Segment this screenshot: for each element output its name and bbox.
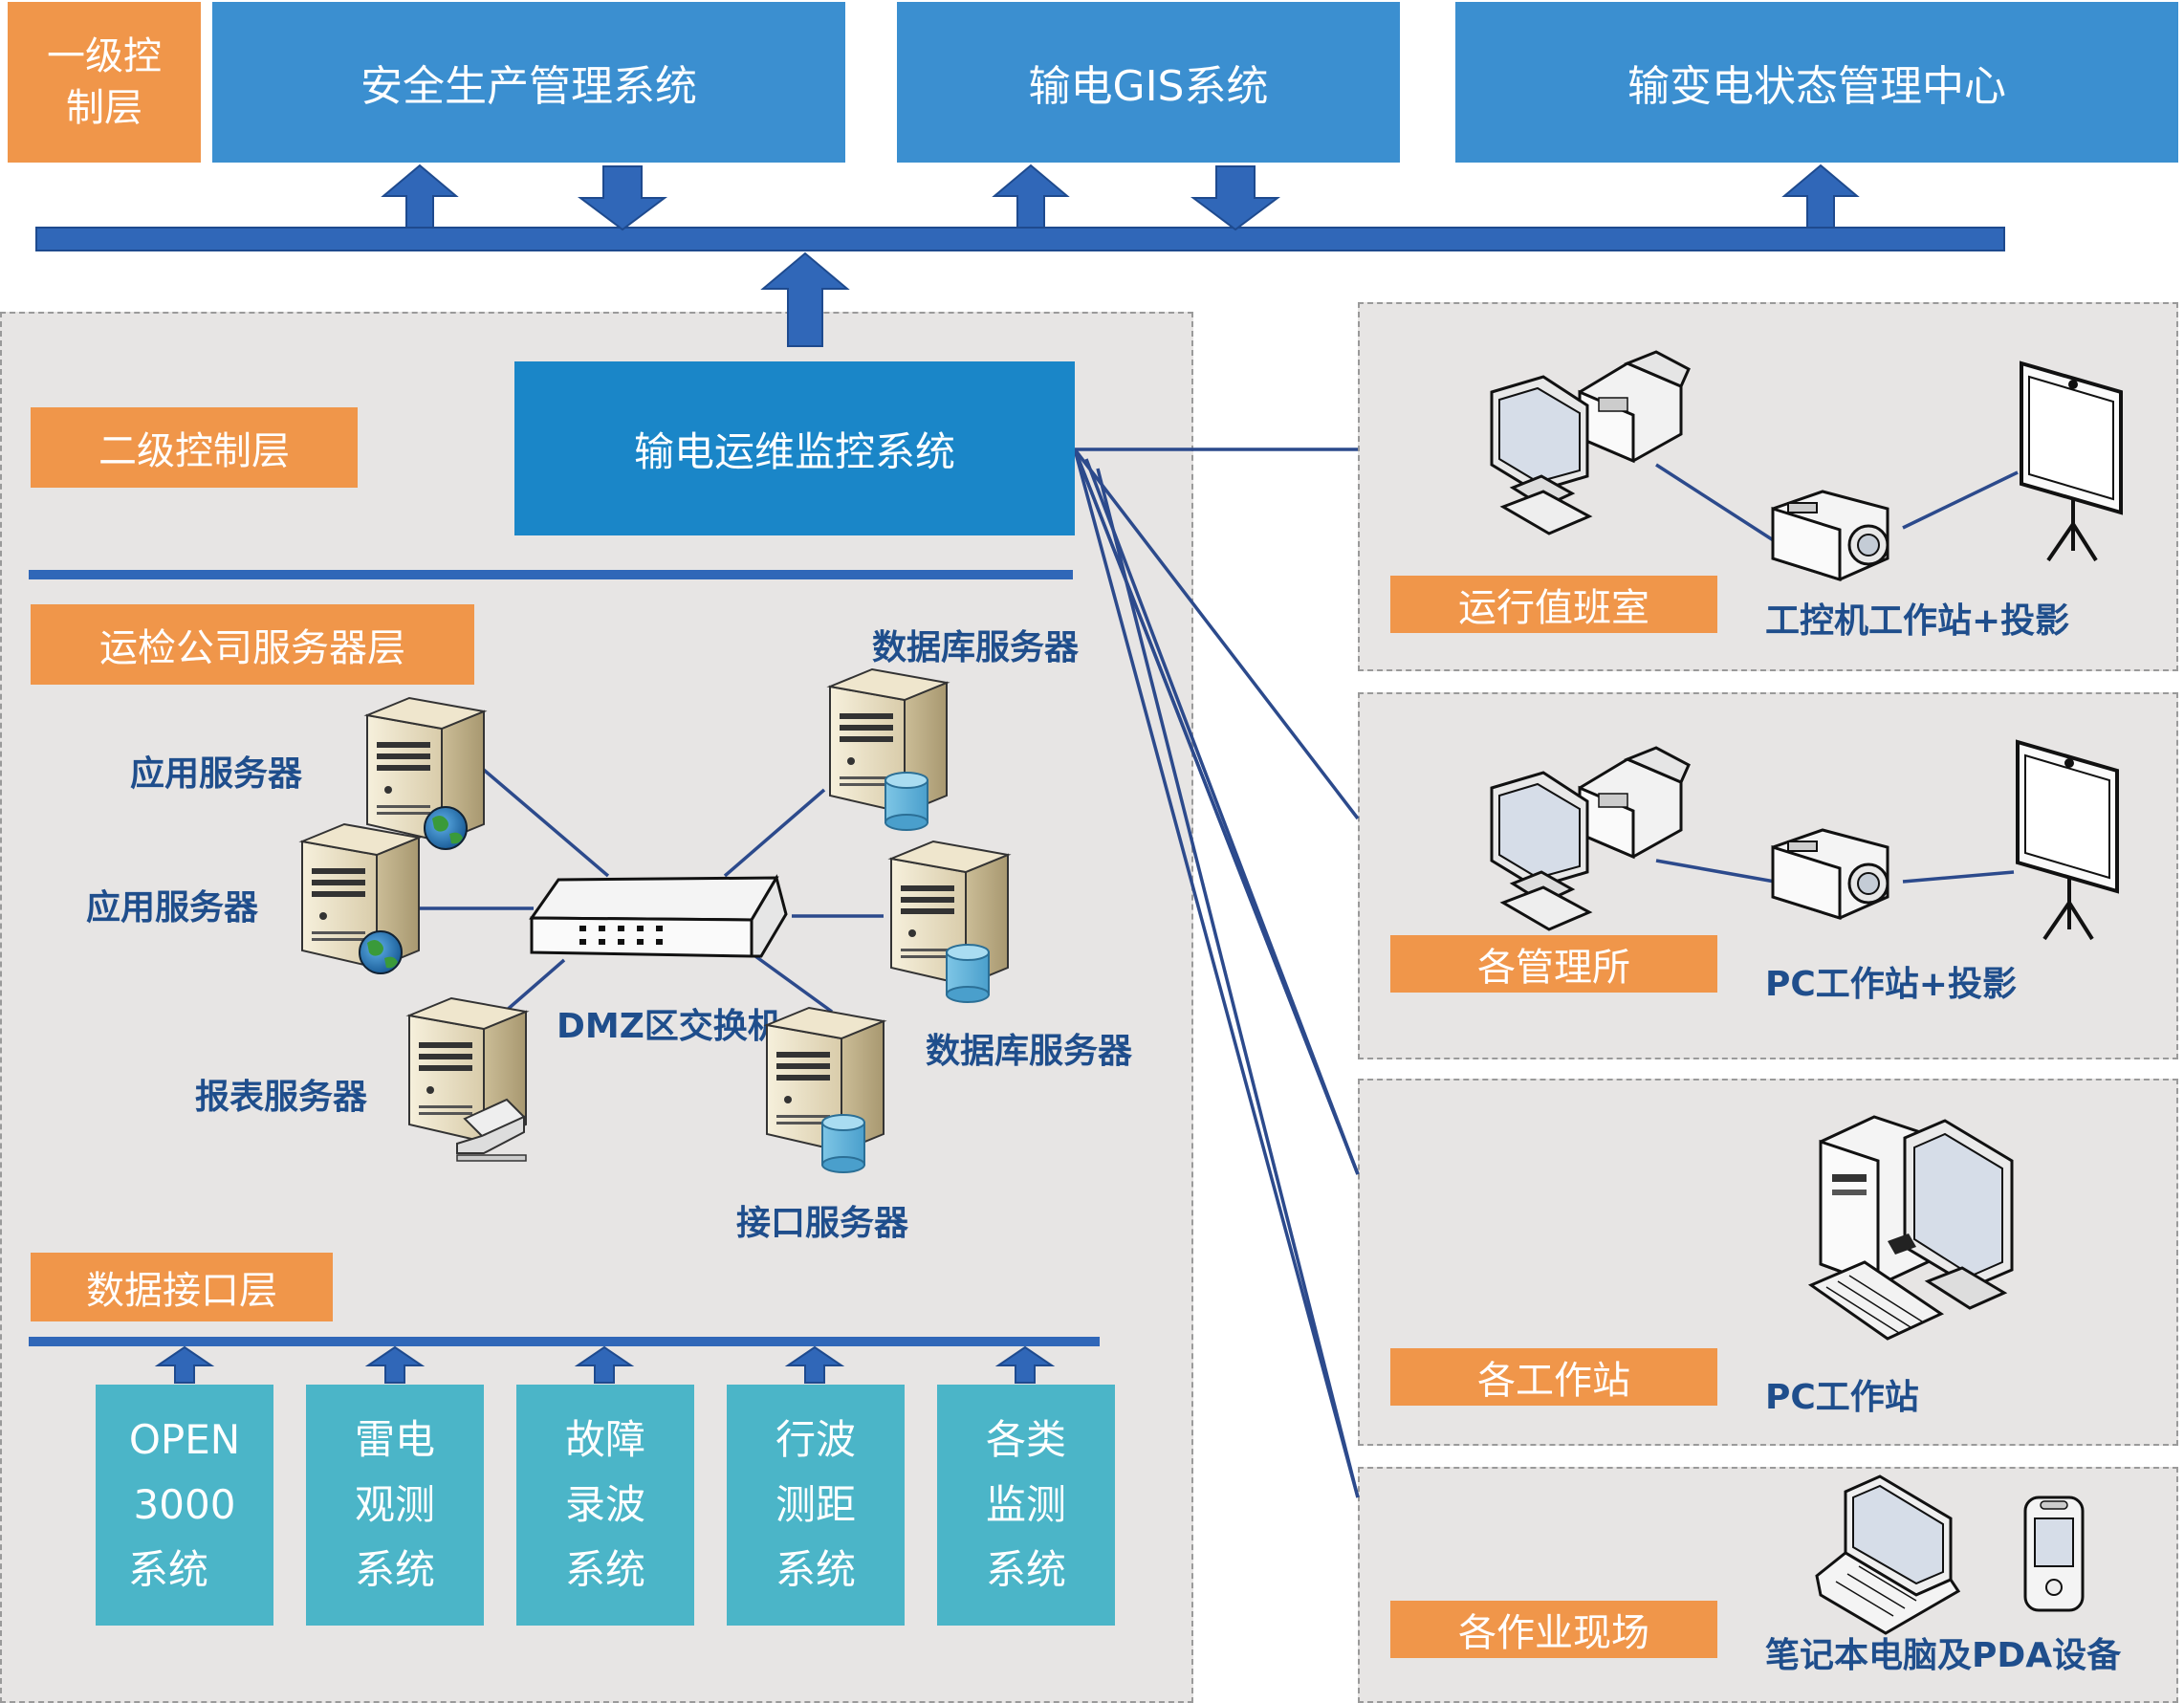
system-lightning-line2: 观测 — [354, 1481, 435, 1528]
arrow-down-gis — [1190, 165, 1280, 231]
system-traveling-wave[interactable]: 行波 测距 系统 — [727, 1385, 905, 1626]
label-report-server: 报表服务器 — [195, 1078, 368, 1117]
system-safety-production[interactable]: 安全生产管理系统 — [212, 2, 845, 163]
label-dmz-switch: DMZ区交换机 — [557, 1007, 782, 1046]
system-fault-recorder-line1: 故障 — [564, 1416, 645, 1463]
label-app-server-1: 应用服务器 — [130, 754, 303, 794]
site-workstation: 各工作站 — [1390, 1348, 1717, 1406]
system-status-center[interactable]: 输变电状态管理中心 — [1455, 2, 2178, 163]
system-lightning[interactable]: 雷电 观测 系统 — [306, 1385, 484, 1626]
label-app-server-2: 应用服务器 — [86, 888, 259, 928]
arrow-up-safety — [381, 164, 459, 229]
system-monitoring-line1: 各类 — [985, 1416, 1066, 1463]
system-open3000-line1: OPEN — [128, 1416, 241, 1463]
device-duty-room: 工控机工作站+投影 — [1765, 601, 2070, 641]
arrow-down-safety — [578, 165, 667, 231]
system-monitoring-line2: 监测 — [985, 1481, 1066, 1528]
device-field: 笔记本电脑及PDA设备 — [1765, 1636, 2122, 1675]
site-workstation-label: 各工作站 — [1477, 1359, 1630, 1403]
system-traveling-wave-line1: 行波 — [775, 1416, 856, 1463]
system-fault-recorder-line3: 系统 — [564, 1546, 645, 1593]
device-workstation: PC工作站 — [1765, 1378, 1919, 1417]
label-db-server-1: 数据库服务器 — [872, 628, 1080, 667]
system-safety-production-label: 安全生产管理系统 — [360, 62, 697, 111]
arrow-up-main — [760, 251, 850, 347]
system-traveling-wave-line3: 系统 — [775, 1546, 856, 1593]
data-interface-label-text: 数据接口层 — [86, 1269, 277, 1313]
server-bus — [29, 570, 1073, 579]
top-bus — [35, 227, 2005, 251]
label-interface-server: 接口服务器 — [736, 1204, 909, 1243]
system-fault-recorder[interactable]: 故障 录波 系统 — [516, 1385, 694, 1626]
system-lightning-line3: 系统 — [354, 1546, 435, 1593]
site-field: 各作业现场 — [1390, 1601, 1717, 1658]
system-monitoring-line3: 系统 — [985, 1546, 1066, 1593]
system-status-center-label: 输变电状态管理中心 — [1627, 62, 2006, 111]
system-gis[interactable]: 输电GIS系统 — [897, 2, 1400, 163]
label-db-server-2: 数据库服务器 — [926, 1032, 1133, 1071]
site-management-label: 各管理所 — [1477, 946, 1630, 990]
level2-label-text: 二级控制层 — [98, 429, 290, 473]
server-layer-label: 运检公司服务器层 — [31, 604, 474, 685]
system-lightning-line1: 雷电 — [354, 1416, 435, 1463]
system-monitoring[interactable]: 各类 监测 系统 — [937, 1385, 1115, 1626]
site-duty-room: 运行值班室 — [1390, 576, 1717, 633]
level2-label: 二级控制层 — [31, 407, 358, 488]
system-open3000-line3: 系统 — [128, 1546, 209, 1593]
data-interface-label: 数据接口层 — [31, 1253, 333, 1321]
system-open3000[interactable]: OPEN 3000 系统 — [96, 1385, 273, 1626]
main-monitoring-system-label: 输电运维监控系统 — [633, 427, 955, 475]
level1-label-text: 一级控 制层 — [47, 34, 162, 130]
level1-label: 一级控 制层 — [8, 2, 201, 163]
site-management: 各管理所 — [1390, 935, 1717, 993]
arrow-up-gis — [992, 164, 1070, 229]
arrow-up-status — [1781, 164, 1860, 229]
main-monitoring-system[interactable]: 输电运维监控系统 — [514, 361, 1075, 535]
system-gis-label: 输电GIS系统 — [1028, 62, 1269, 111]
site-field-label: 各作业现场 — [1458, 1611, 1649, 1655]
site-duty-room-label: 运行值班室 — [1458, 586, 1649, 630]
system-fault-recorder-line2: 录波 — [564, 1481, 645, 1528]
system-open3000-line2: 3000 — [133, 1481, 236, 1528]
interface-bus — [29, 1337, 1100, 1346]
server-layer-label-text: 运检公司服务器层 — [99, 626, 405, 670]
device-management: PC工作站+投影 — [1765, 965, 2017, 1004]
system-traveling-wave-line2: 测距 — [775, 1481, 856, 1528]
